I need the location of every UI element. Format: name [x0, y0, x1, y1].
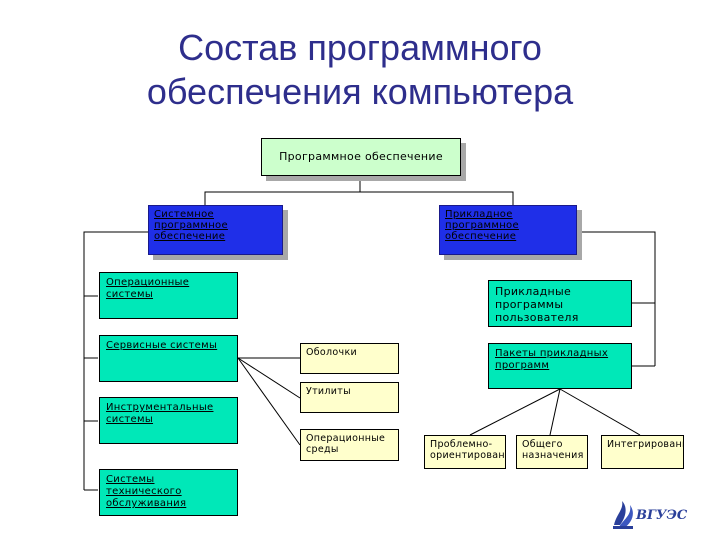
node-shells: Оболочки: [300, 343, 399, 374]
title-line-1: Состав программного: [178, 27, 542, 68]
node-integrated: Интегрированные: [601, 435, 684, 469]
node-user-applications-label: Прикладные программы пользователя: [495, 285, 579, 324]
node-root: Программное обеспечение: [261, 138, 461, 176]
connector-integrated: [559, 388, 641, 436]
node-utilities-label: Утилиты: [306, 386, 351, 397]
node-integrated-label: Интегрированные: [607, 439, 683, 450]
connector-environments: [237, 357, 301, 446]
node-operating-systems: Операционные системы: [99, 272, 238, 319]
connector-applied-bracket: [577, 231, 656, 366]
node-operating-environments: Операционные среды: [300, 429, 399, 461]
university-logo: ВГУЭС: [613, 501, 688, 529]
node-application-packages-label: Пакеты прикладных программ: [495, 348, 609, 371]
node-applied-software-label: Прикладное программное обеспечение: [445, 209, 519, 242]
node-operating-environments-label: Операционные среды: [306, 433, 386, 455]
title-line-2: обеспечения компьютера: [146, 71, 574, 112]
node-tool-systems: Инструментальные системы: [99, 397, 238, 444]
node-problem-oriented: Проблемно-ориентированные: [424, 435, 506, 469]
node-maintenance-systems-label: Системы технического обслуживания: [106, 474, 187, 509]
page-title: Состав программного обеспечения компьюте…: [0, 26, 720, 114]
connector-problem: [469, 388, 561, 436]
connector-root-branches: [204, 176, 361, 205]
node-service-systems-label: Сервисные системы: [106, 340, 218, 351]
logo-emblem-icon: [613, 501, 633, 529]
connector-system-bracket: [83, 231, 150, 490]
node-operating-systems-label: Операционные системы: [106, 277, 190, 300]
node-root-label: Программное обеспечение: [279, 150, 443, 163]
node-service-systems: Сервисные системы: [99, 335, 238, 382]
node-user-applications: Прикладные программы пользователя: [488, 280, 632, 327]
node-utilities: Утилиты: [300, 382, 399, 413]
connector-general: [549, 388, 561, 436]
node-system-software-label: Системное программное обеспечение: [154, 209, 228, 242]
node-applied-software: Прикладное программное обеспечение: [439, 205, 577, 255]
node-tool-systems-label: Инструментальные системы: [106, 402, 214, 425]
node-application-packages: Пакеты прикладных программ: [488, 343, 632, 389]
node-problem-oriented-label: Проблемно-ориентированные: [430, 439, 505, 461]
logo-text: ВГУЭС: [635, 508, 688, 523]
connector-utilities: [237, 357, 301, 399]
node-shells-label: Оболочки: [306, 347, 357, 358]
node-system-software: Системное программное обеспечение: [148, 205, 283, 255]
connector-root-applied: [360, 191, 514, 205]
node-maintenance-systems: Системы технического обслуживания: [99, 469, 238, 516]
node-general-purpose: Общего назначения: [516, 435, 588, 469]
node-general-purpose-label: Общего назначения: [522, 439, 584, 461]
